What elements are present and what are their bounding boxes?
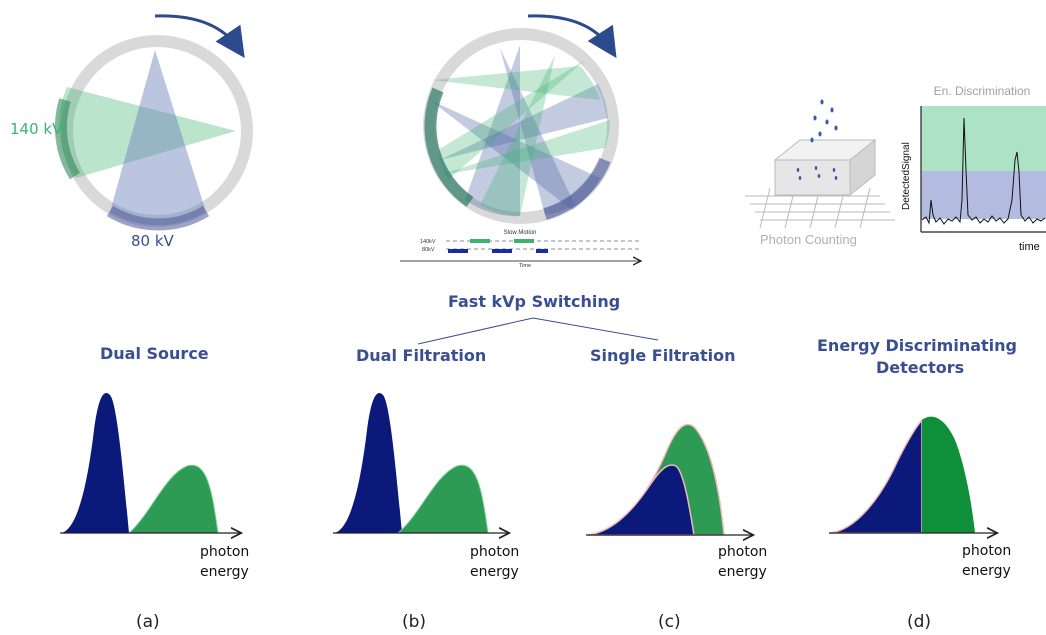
- green-beam-fans: [432, 55, 610, 216]
- photon-counting-caption: Photon Counting: [760, 232, 857, 247]
- fast-kvp-gantry: Slow Motion 140kV 80kV Time: [400, 14, 640, 269]
- blue-band: [921, 171, 1046, 219]
- x-axis-label: time: [1019, 241, 1040, 253]
- detector-arc: [424, 87, 474, 207]
- axis-label-photon-d: photon: [962, 543, 1012, 559]
- y-axis-label: DetectedSignal: [901, 142, 912, 210]
- slow-motion-inset: Slow Motion 140kV 80kV Time: [400, 230, 640, 269]
- spectrum-d: [829, 416, 996, 534]
- axis-label-photon-b: photon: [470, 544, 520, 560]
- green-pulse: [514, 239, 534, 243]
- energy-discriminating-title: Energy Discriminating: [817, 336, 1017, 355]
- photon-counting-detector: Photon Counting: [745, 99, 895, 247]
- spectrum-a: [60, 393, 240, 533]
- slow-motion-title: Slow Motion: [504, 230, 537, 236]
- blue-beam-fans: [430, 45, 608, 217]
- spectrum-b: [333, 393, 508, 533]
- plot-title: En. Discrimination: [934, 84, 1031, 98]
- green-spectrum-high: [922, 416, 975, 533]
- label-80kv-source: 80 kV: [131, 232, 174, 250]
- navy-spectrum-low: [829, 418, 923, 534]
- green-detector-arc: [54, 98, 81, 180]
- axis-label-photon-a: photon: [200, 544, 250, 560]
- detected-signal-trace: [921, 117, 1046, 225]
- blue-detector-arc: [106, 205, 210, 231]
- blue-pulse: [448, 249, 468, 253]
- dual-filtration-title: Dual Filtration: [356, 346, 487, 365]
- detector-box-front: [774, 159, 851, 196]
- energy-discrimination-plot: En. Discrimination DetectedSignal time: [901, 84, 1046, 253]
- blue-pulse: [536, 249, 548, 253]
- navy-spectrum-low: [61, 393, 129, 533]
- detector-box-side: [849, 138, 876, 197]
- label-80kv: 80kV: [422, 247, 435, 253]
- panel-label-c: (c): [658, 612, 681, 632]
- detector-grid: [745, 187, 895, 229]
- rotation-arrow: [527, 14, 617, 59]
- navy-spectrum-low: [587, 464, 695, 536]
- axis-label-energy-a: energy: [200, 564, 249, 580]
- green-spectrum-high: [396, 464, 489, 534]
- blue-beam-fan: [110, 50, 206, 226]
- detector-arc: [543, 157, 611, 220]
- green-pulse: [470, 239, 490, 243]
- axis-label-energy-b: energy: [470, 564, 519, 580]
- blue-pulse: [492, 249, 512, 253]
- axis-label-photon-c: photon: [718, 544, 768, 560]
- navy-spectrum-low: [334, 393, 402, 533]
- dual-source-gantry: [54, 14, 253, 231]
- connector-left: [417, 317, 534, 345]
- axis-label-energy-d: energy: [962, 563, 1011, 579]
- connector-right: [532, 317, 659, 341]
- label-140kv: 140kV: [420, 239, 436, 245]
- green-spectrum-high: [127, 464, 219, 534]
- rotation-arrow: [154, 14, 245, 58]
- green-band: [921, 106, 1046, 171]
- green-beam-fan: [59, 87, 236, 178]
- fast-kvp-switching-title: Fast kVp Switching: [448, 292, 621, 311]
- spectrum-c: [586, 423, 752, 536]
- energy-discriminating-title-line2: Detectors: [876, 358, 965, 377]
- dual-source-title: Dual Source: [100, 344, 209, 363]
- label-140kv-source: 140 kV: [10, 120, 63, 138]
- time-label: Time: [519, 263, 531, 269]
- axis-label-energy-c: energy: [718, 564, 767, 580]
- panel-label-a: (a): [136, 612, 160, 632]
- panel-label-b: (b): [402, 612, 427, 632]
- single-filtration-title: Single Filtration: [590, 346, 736, 365]
- photon-drops: [796, 99, 838, 180]
- panel-label-d: (d): [907, 612, 932, 632]
